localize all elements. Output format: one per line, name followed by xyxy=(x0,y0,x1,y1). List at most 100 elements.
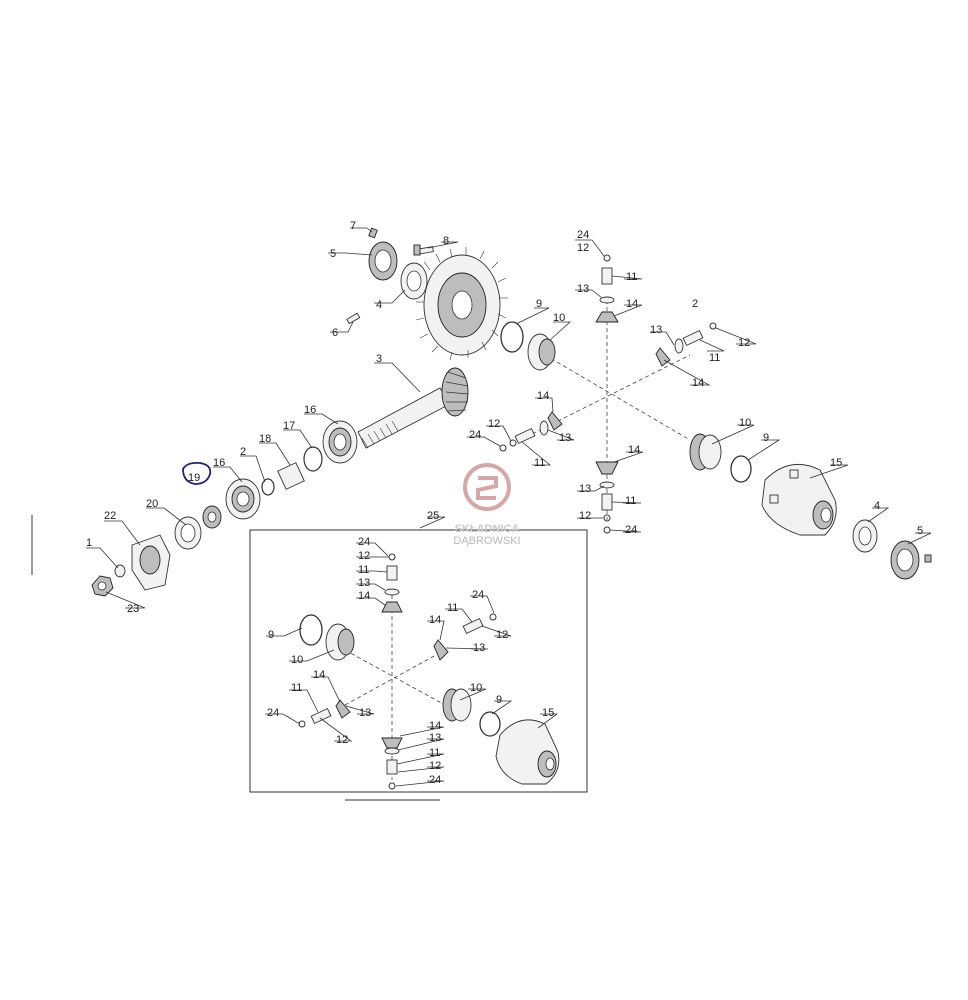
watermark-sub: DĄBROWSKI xyxy=(453,535,520,547)
callout-12-inset-right: 12 xyxy=(496,629,508,641)
callout-19: 19 xyxy=(188,472,200,484)
highlight-callout-19 xyxy=(182,461,212,485)
part-side-gear-10-inset-right xyxy=(442,688,501,737)
callout-15-inset: 15 xyxy=(542,707,554,719)
callout-16-left: 16 xyxy=(213,457,225,469)
part-ring-24-inset-right xyxy=(489,613,497,621)
part-shim-17 xyxy=(303,446,323,472)
part-bolt-7 xyxy=(368,227,378,239)
callout-14-left: 14 xyxy=(537,390,549,402)
part-pin-11-left xyxy=(514,427,536,445)
part-flange-22 xyxy=(131,534,171,591)
callout-13-top: 13 xyxy=(577,283,589,295)
callout-10-inset-left: 10 xyxy=(291,654,303,666)
callout-1: 1 xyxy=(86,537,92,549)
part-bolt-8 xyxy=(413,244,434,256)
callout-24-bottom: 24 xyxy=(625,524,637,536)
part-washer-13-left xyxy=(539,420,549,436)
callout-12-inset-left: 12 xyxy=(336,734,348,746)
callout-14-top: 14 xyxy=(626,298,638,310)
part-ring-24-bottom xyxy=(603,526,611,534)
callout-9-upper-right: 9 xyxy=(763,432,769,444)
callout-8: 8 xyxy=(443,235,449,247)
part-washer-13-top xyxy=(599,296,615,304)
part-crown-gear xyxy=(415,247,508,361)
callout-5-right: 5 xyxy=(917,525,923,537)
part-pin-11-inset-left xyxy=(310,707,332,725)
part-washer-13-right xyxy=(674,338,684,354)
part-pinion-14-right xyxy=(655,347,671,367)
callout-labels: 1 22 23 20 19 16 2 18 17 16 3 5 7 8 4 6 … xyxy=(86,220,923,786)
callout-14-inset-left: 14 xyxy=(313,669,325,681)
part-diff-case-15-upper xyxy=(761,463,837,536)
callout-11-left: 11 xyxy=(534,457,545,469)
callout-13-inset-bottom: 13 xyxy=(429,732,441,744)
callout-14-inset-right: 14 xyxy=(429,614,441,626)
part-side-gear-10-upper-left xyxy=(500,321,556,371)
callout-9-inset-left: 9 xyxy=(268,629,274,641)
part-pin-11-inset-right xyxy=(462,617,484,635)
part-pinion-14-inset-left xyxy=(335,699,351,719)
part-bearing-16-left xyxy=(225,478,261,520)
callout-4-top: 4 xyxy=(376,299,382,311)
callout-10-inset-right: 10 xyxy=(470,682,482,694)
callout-3: 3 xyxy=(376,353,382,365)
callout-14-bottom: 14 xyxy=(628,444,640,456)
part-bolt-6 xyxy=(346,312,361,325)
part-seal-20 xyxy=(174,516,202,550)
callout-11-inset-right: 11 xyxy=(447,602,458,614)
watermark-brand: SKŁADNICA xyxy=(455,523,520,535)
callout-10-upper-right: 10 xyxy=(739,417,751,429)
callout-20: 20 xyxy=(146,498,158,510)
part-pinion-shaft-3 xyxy=(357,367,469,449)
callout-13-bottom: 13 xyxy=(579,483,591,495)
callout-23: 23 xyxy=(127,603,139,615)
part-ring-24-inset-bottom xyxy=(388,782,396,790)
callout-12-inset-bottom: 12 xyxy=(429,760,441,772)
leader-lines xyxy=(86,227,932,787)
callout-11-inset-top: 11 xyxy=(358,564,369,576)
part-ring-12-top xyxy=(603,254,611,262)
part-pin-11-top xyxy=(601,267,613,285)
part-side-gear-10-inset-left xyxy=(299,614,355,661)
callout-11-bottom: 11 xyxy=(625,495,636,507)
part-nut-23 xyxy=(91,575,114,597)
callout-18: 18 xyxy=(259,433,271,445)
part-pin-11-right xyxy=(682,329,704,347)
callout-24-top: 24 xyxy=(577,229,589,241)
callout-5-top: 5 xyxy=(330,248,336,260)
part-pinion-14-bottom xyxy=(595,461,619,475)
callout-24-inset-right: 24 xyxy=(472,589,484,601)
callout-17: 17 xyxy=(283,420,295,432)
callout-22: 22 xyxy=(104,510,116,522)
callout-16-right: 16 xyxy=(304,404,316,416)
callout-4-right: 4 xyxy=(874,500,880,512)
part-bearing-4-top xyxy=(400,262,428,300)
part-spacer-18 xyxy=(277,462,305,490)
part-bolt-7-right xyxy=(924,554,932,563)
part-ring-12-right xyxy=(709,322,717,330)
callout-12-bottom: 12 xyxy=(579,510,591,522)
part-ring-24-inset-left xyxy=(298,720,306,728)
callout-14-inset-top: 14 xyxy=(358,590,370,602)
callout-2: 2 xyxy=(240,446,246,458)
part-ring-12-left xyxy=(509,439,517,447)
part-nut-19 xyxy=(202,505,222,529)
callout-11-inset-bottom: 11 xyxy=(429,747,440,759)
part-washer-13-inset-bottom xyxy=(384,747,400,755)
callout-12-inset-top: 12 xyxy=(358,550,370,562)
part-side-gear-10-upper-right xyxy=(689,433,752,483)
part-pinion-14-inset-bottom xyxy=(381,737,403,749)
callout-13-left: 13 xyxy=(559,432,571,444)
part-pin-11-inset-bottom xyxy=(386,759,398,775)
callout-14-inset-bottom: 14 xyxy=(429,720,441,732)
part-bearing-4-right xyxy=(852,519,878,553)
part-diff-case-15-inset xyxy=(495,719,560,785)
callout-24-inset-bottom: 24 xyxy=(429,774,441,786)
part-ring-24-left xyxy=(499,444,507,452)
callout-9-upper-left: 9 xyxy=(536,298,542,310)
part-pin-11-bottom xyxy=(601,493,613,511)
callout-10-upper-left: 10 xyxy=(553,312,565,324)
